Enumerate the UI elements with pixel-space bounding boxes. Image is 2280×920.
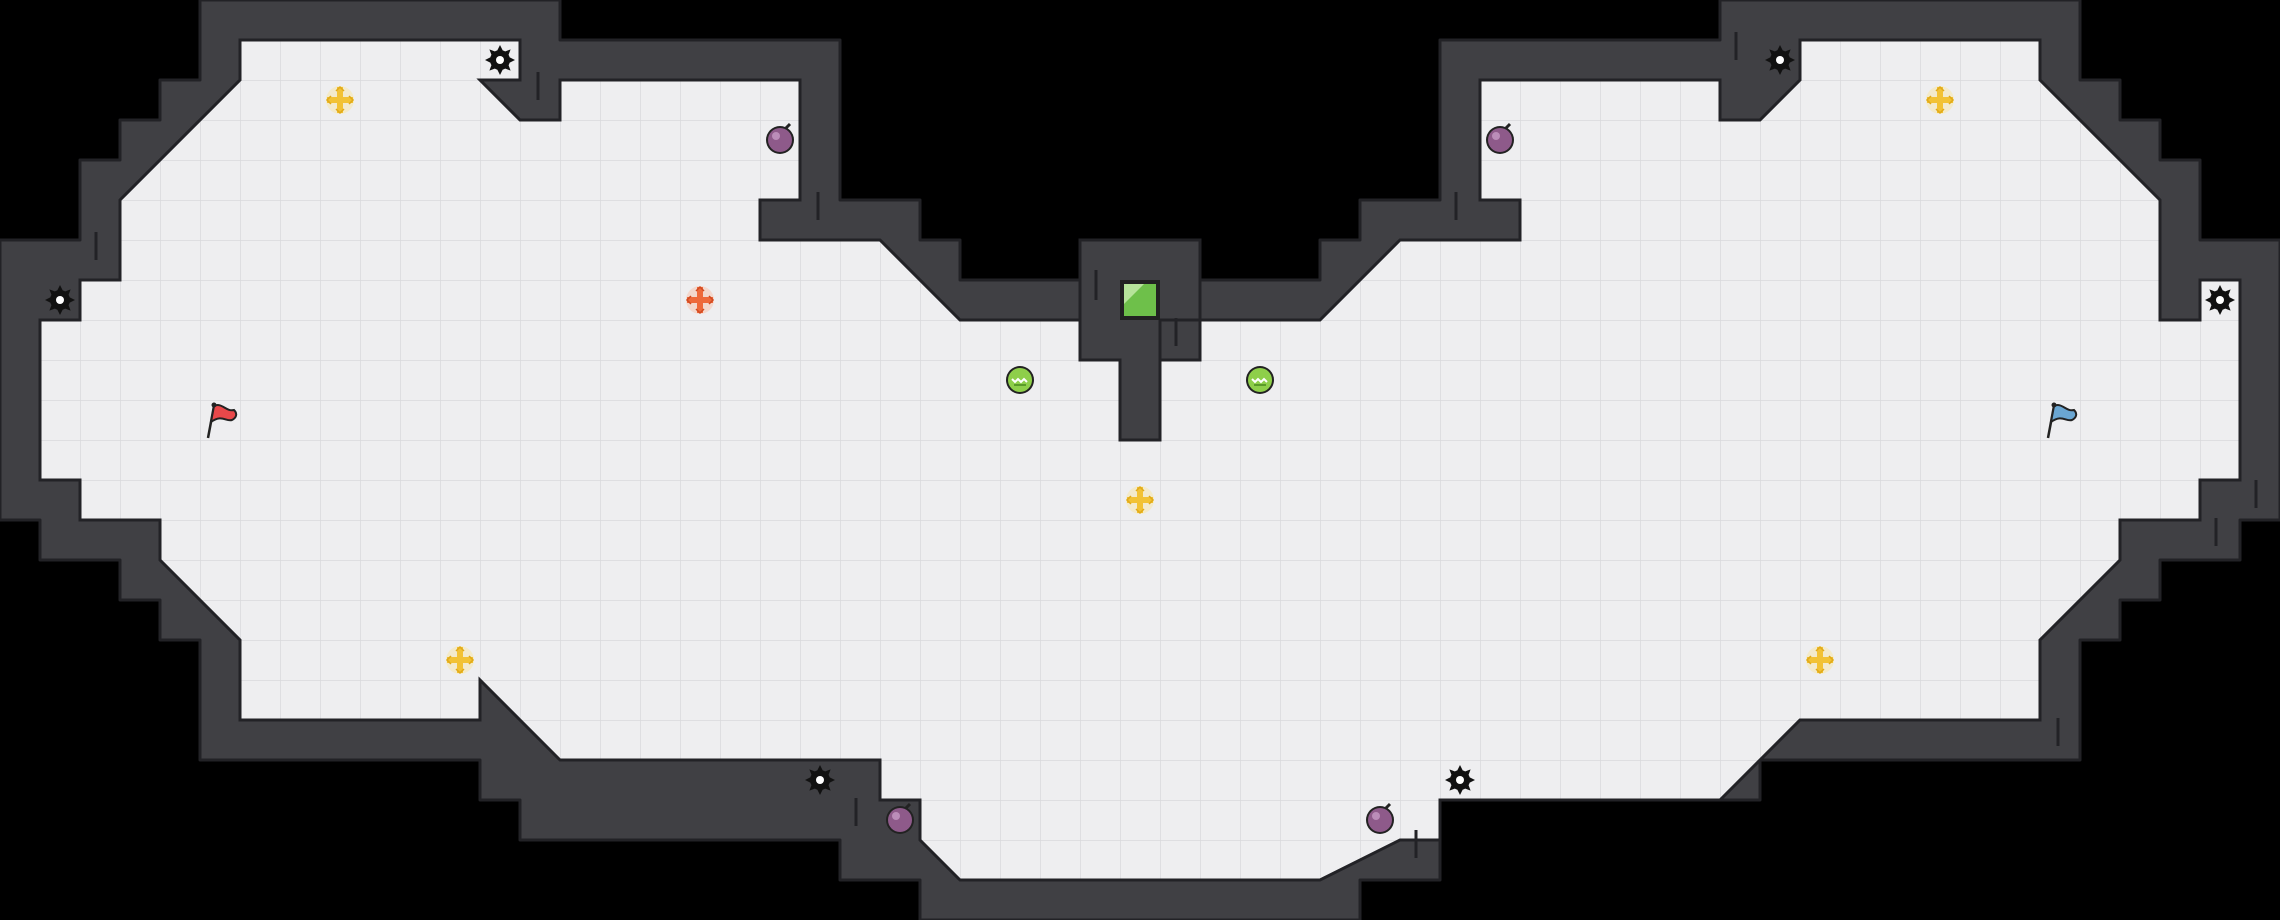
plus-powerup-icon[interactable] [445,645,475,675]
spike-icon [485,45,515,75]
boost-icon[interactable] [1245,365,1275,395]
wall-notches [94,32,2258,858]
gate-tile-icon[interactable] [1120,280,1160,320]
spike-icon [1445,765,1475,795]
plus-powerup-icon[interactable] [1925,85,1955,115]
center-pillar [1078,238,1202,442]
plus-powerup-icon[interactable] [685,285,715,315]
plus-powerup-icon[interactable] [1125,485,1155,515]
red-flag-icon[interactable] [206,402,238,439]
spike-icon [805,765,835,795]
spike-icon [2205,285,2235,315]
floor [38,38,2242,882]
boost-icon[interactable] [1005,365,1035,395]
plus-powerup-icon[interactable] [325,85,355,115]
plus-powerup-icon[interactable] [1805,645,1835,675]
spike-icon [45,285,75,315]
blue-flag-icon[interactable] [2046,402,2078,439]
spike-icon [1765,45,1795,75]
